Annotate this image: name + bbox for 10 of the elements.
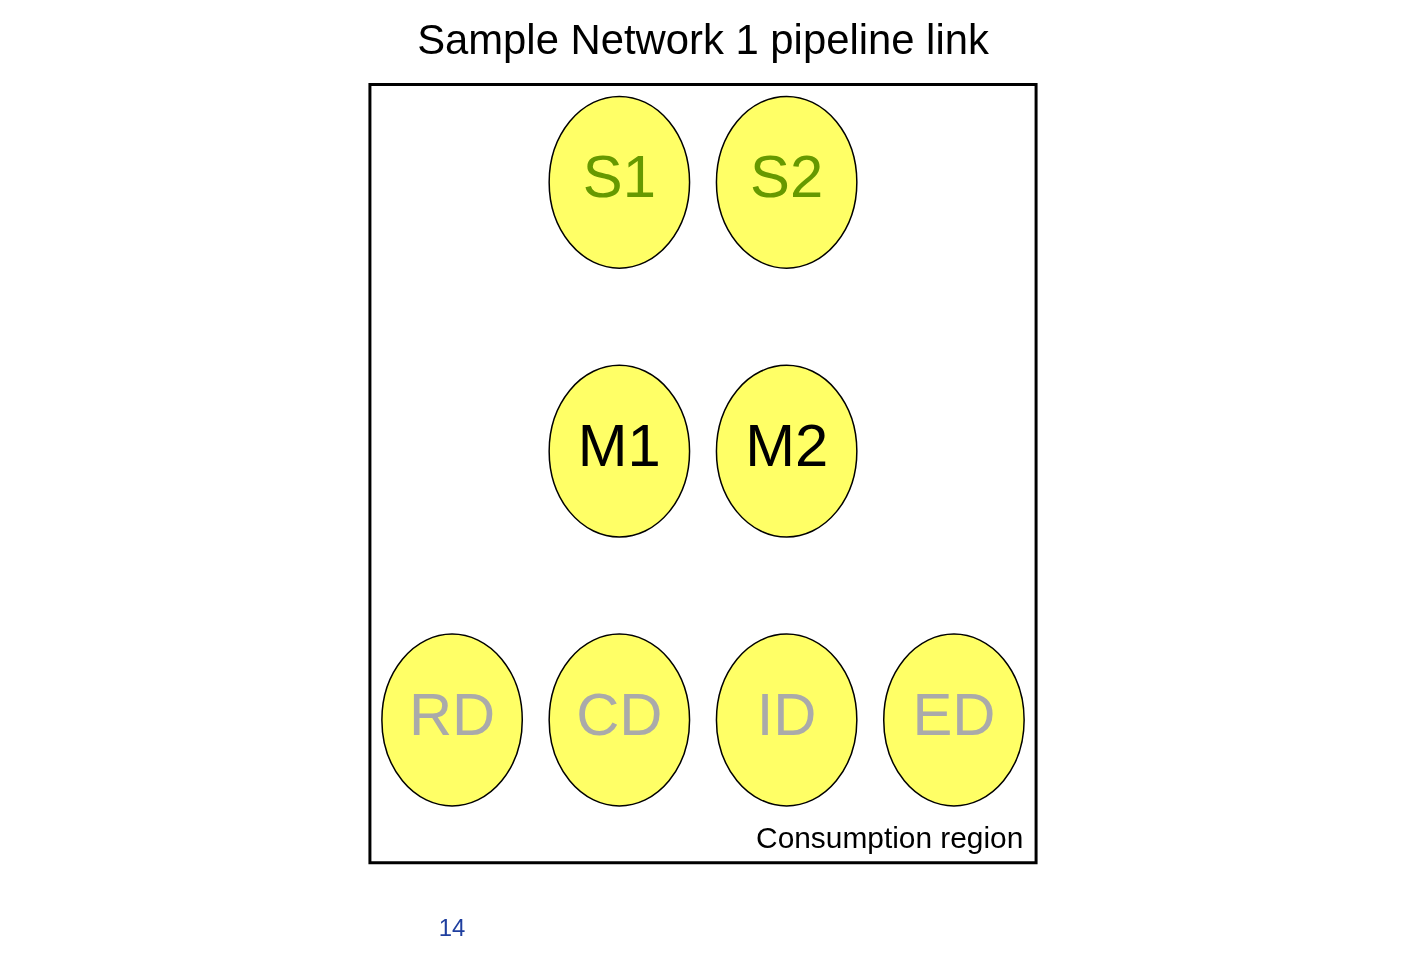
node-ellipse: ED — [883, 633, 1025, 807]
diagram-title: Sample Network 1 pipeline link — [417, 15, 989, 63]
node-ellipse: RD — [381, 633, 523, 807]
node-ellipse: S1 — [548, 95, 691, 269]
label: 14 — [438, 913, 466, 941]
node-ellipse: M1 — [548, 364, 691, 538]
node-ellipse: M2 — [715, 364, 858, 538]
node-ellipse: ID — [715, 633, 858, 807]
node-ellipse: CD — [548, 633, 691, 807]
node-ellipse: S2 — [715, 95, 858, 269]
